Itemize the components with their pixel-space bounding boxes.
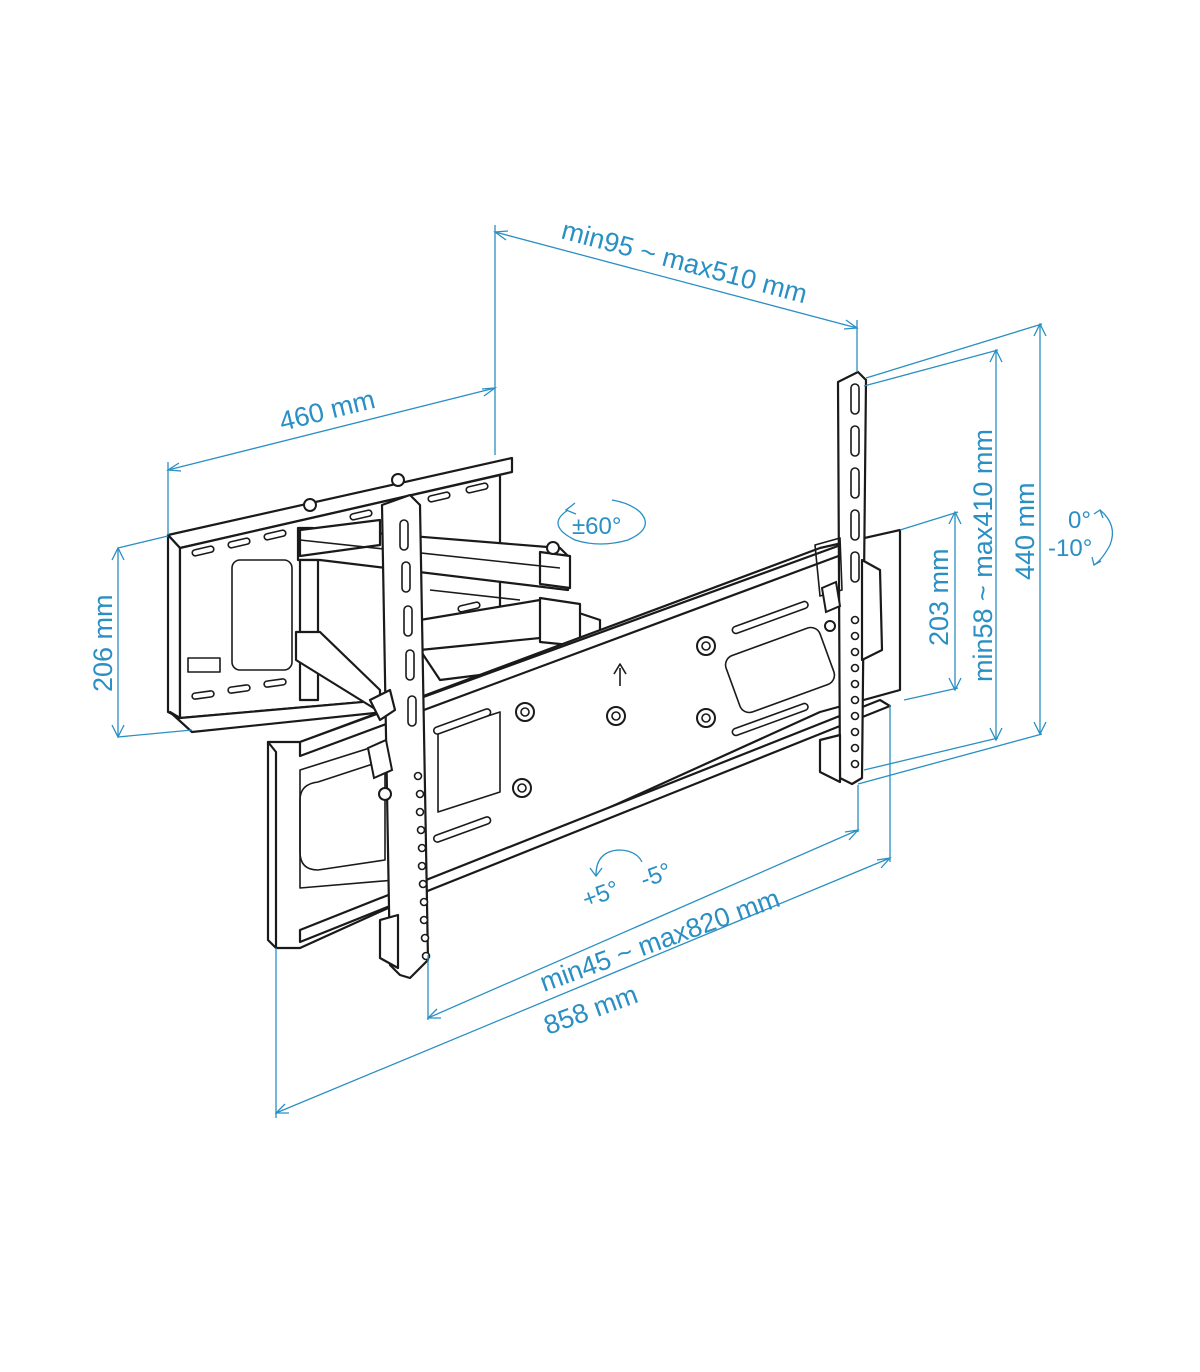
label-swivel-angle: ±60° <box>572 513 621 540</box>
up-arrow-icon <box>613 663 627 686</box>
right-bracket-slots <box>850 383 860 583</box>
label-arm-extension: min95 ~ max510 mm <box>558 215 810 309</box>
dim-wall-plate-width <box>166 387 498 535</box>
label-rail-height: 203 mm <box>924 548 954 646</box>
label-level-plus: +5° <box>579 876 623 914</box>
vesa-screws <box>512 636 716 798</box>
wall-plate-slots <box>191 482 489 700</box>
label-level-minus: -5° <box>637 858 675 894</box>
knob-icon-right <box>820 580 842 632</box>
swivel-rotation-icon <box>557 499 646 545</box>
dim-vesa-horizontal <box>426 785 860 1020</box>
angle-labels: ±60° 0° -10° +5° -5° <box>572 507 1092 914</box>
level-rotation-icon <box>589 849 643 878</box>
dim-wall-plate-height <box>111 535 193 739</box>
right-bracket-holes <box>850 615 860 769</box>
tilt-rotation-icon <box>1091 509 1114 566</box>
dim-vesa-vertical <box>863 348 1003 771</box>
label-vesa-horizontal: min45 ~ max820 mm <box>536 883 784 998</box>
left-bracket-holes <box>413 771 431 961</box>
dim-rail-height <box>899 510 962 701</box>
left-bracket-slots <box>399 519 417 727</box>
label-wall-plate-width: 460 mm <box>276 384 378 437</box>
rotation-symbols <box>557 499 1114 878</box>
dim-bracket-height <box>857 322 1047 785</box>
dim-total-width <box>274 705 892 1118</box>
label-vesa-vertical: min58 ~ max410 mm <box>968 429 998 682</box>
left-tv-bracket <box>366 493 431 980</box>
right-tv-bracket <box>814 370 884 786</box>
wall-mount-illustration <box>166 370 902 980</box>
knob-icon <box>366 738 394 801</box>
label-wall-plate-height: 206 mm <box>88 594 118 692</box>
dimension-lines <box>111 225 1047 1118</box>
dim-arm-extension <box>493 225 859 455</box>
label-tilt-zero: 0° <box>1068 507 1091 534</box>
label-bracket-height: 440 mm <box>1010 482 1040 580</box>
label-tilt-minus: -10° <box>1048 535 1092 562</box>
